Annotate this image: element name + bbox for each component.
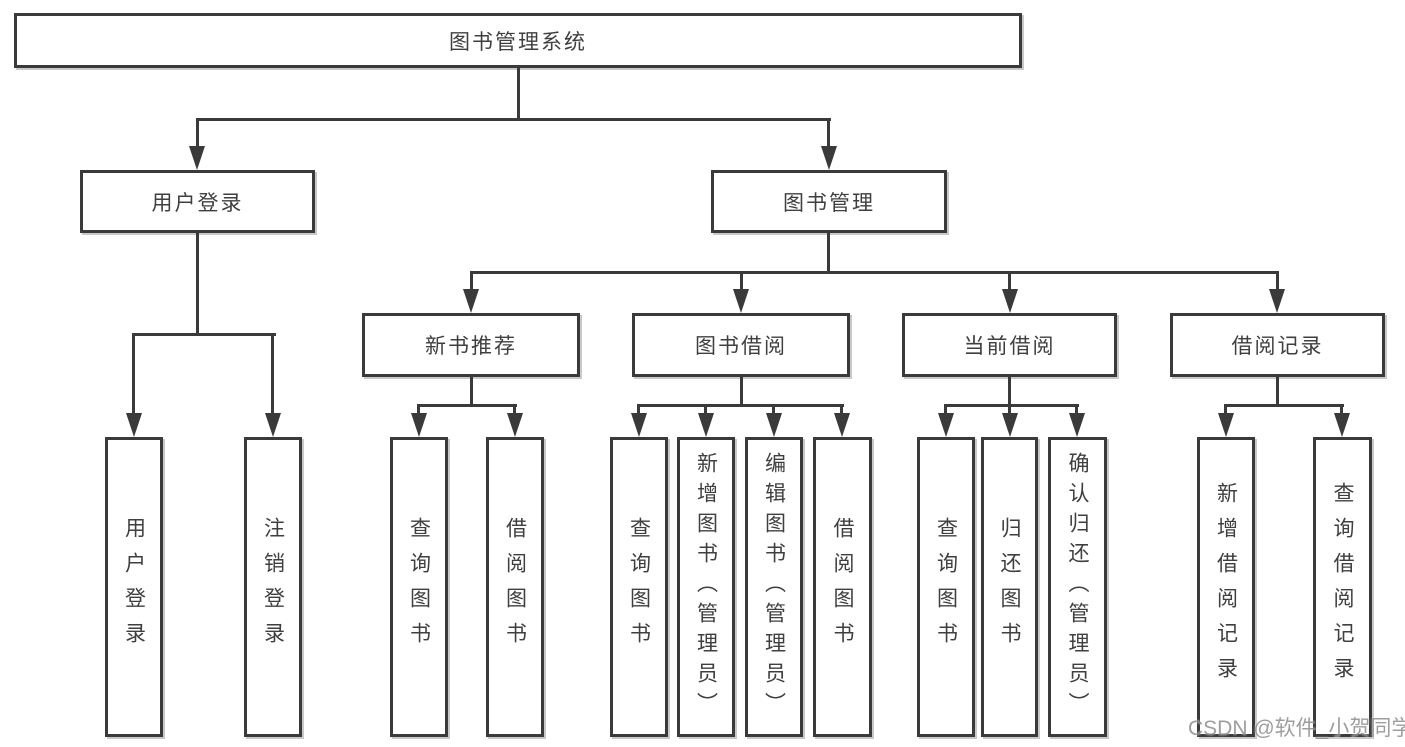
connector-line	[740, 273, 743, 293]
connector-line	[196, 118, 831, 121]
connector-line	[132, 335, 135, 417]
node-borrow-records: 借阅记录	[1170, 313, 1385, 377]
leaf-add-borrow-record: 新增借阅记录	[1197, 437, 1255, 737]
arrowhead-icon	[938, 413, 954, 437]
arrowhead-icon	[1334, 413, 1350, 437]
leaf-query-book-recommend-label: 查询图书	[407, 517, 431, 657]
connector-line	[740, 377, 743, 406]
arrowhead-icon	[1218, 413, 1234, 437]
leaf-logout-label: 注销登录	[261, 517, 285, 657]
connector-line	[1075, 406, 1078, 418]
leaf-query-borrow-record: 查询借阅记录	[1313, 437, 1372, 737]
arrowhead-icon	[821, 146, 837, 170]
connector-line	[944, 404, 1079, 407]
connector-line	[1224, 404, 1344, 407]
leaf-edit-book-admin: 编辑图书（管理员）	[745, 437, 803, 737]
leaf-query-book-recommend: 查询图书	[390, 437, 448, 737]
node-root-label: 图书管理系统	[449, 30, 587, 54]
arrowhead-icon	[265, 413, 281, 437]
connector-line	[840, 406, 843, 418]
arrowhead-icon	[463, 289, 479, 313]
leaf-query-book-current-label: 查询图书	[934, 517, 958, 657]
leaf-add-borrow-record-label: 新增借阅记录	[1214, 482, 1238, 692]
leaf-borrow-book-recommend: 借阅图书	[486, 437, 544, 737]
connector-line	[637, 406, 640, 418]
connector-line	[417, 404, 517, 407]
arrowhead-icon	[631, 413, 647, 437]
connector-line	[1276, 377, 1279, 406]
node-book-management: 图书管理	[711, 170, 947, 233]
node-user-login: 用户登录	[80, 170, 315, 233]
leaf-confirm-return-admin: 确认归还（管理员）	[1048, 437, 1107, 737]
leaf-user-login: 用户登录	[105, 437, 163, 737]
node-current-borrow-label: 当前借阅	[963, 335, 1056, 358]
node-new-book-recommend-label: 新书推荐	[425, 335, 517, 358]
connector-line	[513, 406, 516, 418]
connector-line	[132, 333, 276, 336]
leaf-borrow-book: 借阅图书	[813, 437, 872, 737]
leaf-borrow-book-recommend-label: 借阅图书	[503, 517, 527, 657]
node-new-book-recommend: 新书推荐	[362, 313, 580, 377]
connector-line	[772, 406, 775, 418]
leaf-return-book-label: 归还图书	[998, 517, 1021, 657]
leaf-add-book-admin: 新增图书（管理员）	[677, 437, 735, 737]
arrowhead-icon	[698, 413, 714, 437]
node-user-login-label: 用户登录	[151, 191, 244, 215]
arrowhead-icon	[834, 413, 850, 437]
node-current-borrow: 当前借阅	[902, 313, 1117, 377]
leaf-add-book-admin-label: 新增图书（管理员）	[694, 452, 718, 722]
connector-line	[196, 233, 199, 335]
connector-line	[1008, 406, 1011, 418]
connector-line	[637, 404, 844, 407]
leaf-return-book: 归还图书	[981, 437, 1038, 737]
connector-line	[704, 406, 707, 418]
connector-line	[1340, 406, 1343, 418]
leaf-edit-book-admin-label: 编辑图书（管理员）	[762, 452, 786, 722]
connector-line	[1224, 406, 1227, 418]
leaf-logout: 注销登录	[244, 437, 302, 737]
arrowhead-icon	[189, 146, 205, 170]
csdn-watermark: CSDN @软件_小贺同学	[1188, 717, 1405, 740]
leaf-query-book-borrow: 查询图书	[610, 437, 668, 737]
connector-line	[517, 68, 520, 120]
node-root: 图书管理系统	[14, 13, 1022, 68]
arrowhead-icon	[766, 413, 782, 437]
connector-line	[944, 406, 947, 418]
connector-line	[1008, 273, 1011, 293]
leaf-borrow-book-label: 借阅图书	[831, 517, 854, 657]
leaf-query-book-borrow-label: 查询图书	[627, 517, 651, 657]
arrowhead-icon	[1002, 413, 1018, 437]
leaf-confirm-return-admin-label: 确认归还（管理员）	[1066, 452, 1089, 722]
connector-line	[470, 271, 1279, 274]
leaf-query-book-current: 查询图书	[917, 437, 975, 737]
leaf-user-login-label: 用户登录	[122, 517, 146, 657]
connector-line	[271, 335, 274, 417]
connector-line	[470, 273, 473, 293]
arrowhead-icon	[507, 413, 523, 437]
arrowhead-icon	[126, 413, 142, 437]
arrowhead-icon	[1269, 289, 1285, 313]
connector-line	[1276, 273, 1279, 293]
arrowhead-icon	[733, 289, 749, 313]
connector-line	[417, 406, 420, 418]
connector-line	[1008, 377, 1011, 406]
connector-line	[827, 120, 830, 152]
connector-line	[196, 120, 199, 152]
arrowhead-icon	[1002, 289, 1018, 313]
node-book-borrow-label: 图书借阅	[695, 335, 787, 358]
node-book-management-label: 图书管理	[783, 191, 875, 215]
arrowhead-icon	[411, 413, 427, 437]
node-book-borrow: 图书借阅	[632, 313, 850, 377]
arrowhead-icon	[1069, 413, 1085, 437]
leaf-query-borrow-record-label: 查询借阅记录	[1331, 482, 1354, 692]
node-borrow-records-label: 借阅记录	[1231, 335, 1324, 358]
connector-line	[827, 233, 830, 273]
connector-line	[470, 377, 473, 406]
